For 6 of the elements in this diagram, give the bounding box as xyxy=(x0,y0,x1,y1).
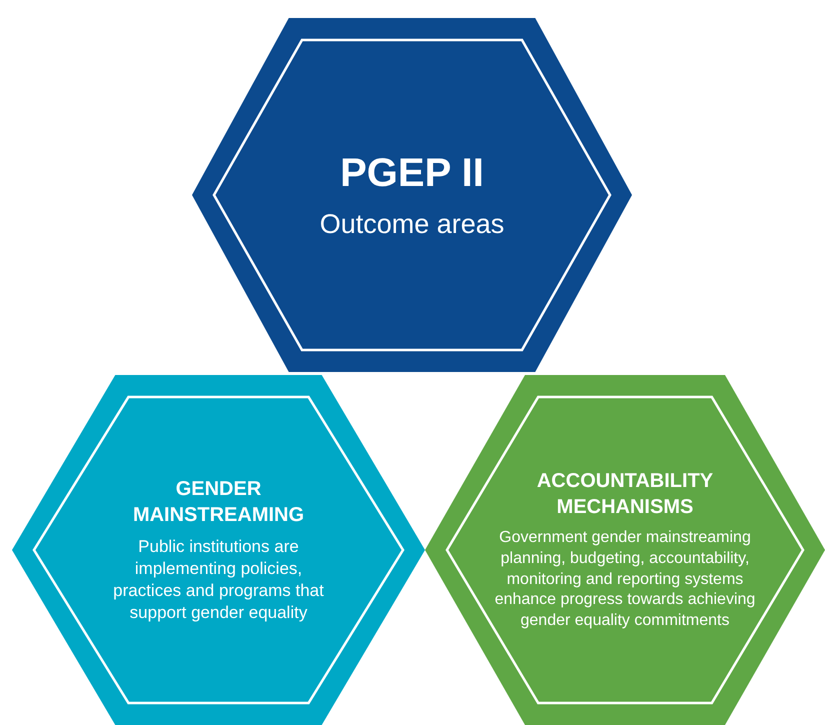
node-heading: ACCOUNTABILITY MECHANISMS xyxy=(536,469,714,520)
node-description: Outcome areas xyxy=(320,208,504,242)
node-heading: GENDER MAINSTREAMING xyxy=(132,476,306,528)
node-description: Public institutions are implementing policies, practices and programs that support gender equality xyxy=(112,536,325,624)
node-heading: PGEP II xyxy=(340,150,484,198)
node-description: Government gender mainstreaming planning, budgeting, accountability, monitoring and reporting systems enhance progress towards achieving gender equality commitments xyxy=(494,528,756,632)
